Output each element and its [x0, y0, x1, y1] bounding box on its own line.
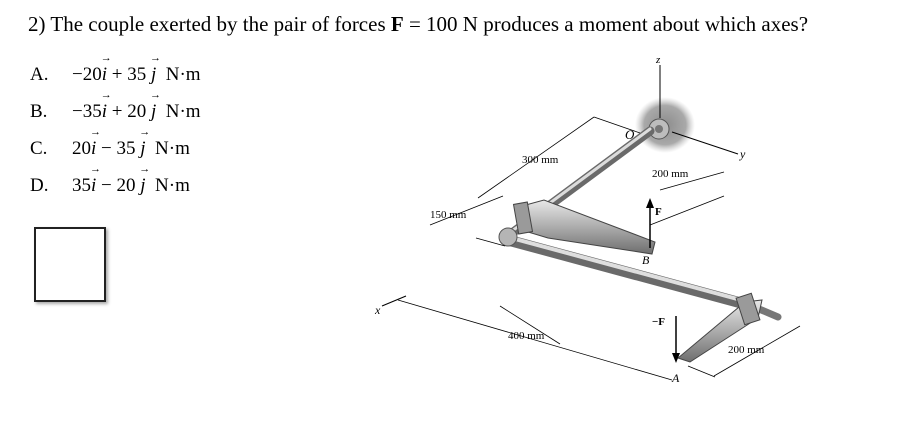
option-unit: N·m — [165, 64, 201, 85]
axle-rod-lower-highlight — [506, 235, 754, 305]
unit-vector-i: i — [90, 163, 102, 197]
point-b-label: B — [642, 253, 650, 267]
unit-vector-j: j — [150, 89, 162, 123]
answer-options: A. −20i + 35 j N·m B. −35i + 20 j N·m C.… — [30, 52, 201, 212]
dim-400-line — [397, 299, 673, 381]
elbow-joint — [498, 227, 518, 247]
option-coef-2: 20 — [116, 175, 136, 196]
force-f-arrowhead — [646, 198, 654, 208]
force-f-label: F — [655, 206, 662, 218]
option-a[interactable]: A. −20i + 35 j N·m — [30, 52, 201, 101]
question-suffix: = 100 N produces a moment about which ax… — [403, 12, 809, 36]
option-b[interactable]: B. −35i + 20 j N·m — [30, 89, 201, 138]
y-axis-label: y — [739, 147, 746, 161]
unit-vector-i: i — [101, 52, 113, 86]
option-letter: A. — [30, 64, 49, 85]
dim-200-top-ext — [649, 195, 725, 226]
dim-200-bottom-ext — [687, 365, 716, 378]
option-unit: N·m — [155, 138, 190, 159]
x-axis — [381, 295, 407, 307]
option-d[interactable]: D. 35i − 20 j N·m — [30, 163, 201, 212]
dim-300-label: 300 mm — [522, 154, 559, 166]
force-symbol: F — [390, 12, 404, 36]
lower-wrench — [676, 299, 763, 363]
dim-150-label: 150 mm — [430, 209, 467, 221]
option-unit: N·m — [155, 175, 190, 196]
dim-300-line — [477, 116, 595, 199]
lower-wrench-jaw — [735, 292, 761, 326]
option-operator: − — [101, 175, 112, 196]
dim-400-ext — [499, 305, 561, 345]
unit-vector-j: j — [139, 126, 151, 160]
option-c[interactable]: C. 20i − 35 j N·m — [30, 126, 201, 175]
origin-label: O — [625, 127, 635, 142]
wrench-assembly-diagram: z y x O F B −F A 300 mm 200 mm 150 mm 40… — [374, 54, 801, 385]
option-letter: B. — [30, 101, 48, 122]
dim-400-label: 400 mm — [508, 330, 545, 342]
dim-200-top-line — [659, 171, 725, 191]
point-a-label: A — [671, 371, 680, 385]
dim-200-bottom-line — [713, 325, 801, 377]
dim-300-ext — [593, 116, 641, 134]
option-coef-1: −20 — [72, 64, 102, 85]
option-operator: + — [111, 101, 123, 122]
upper-wrench-jaw — [512, 201, 534, 235]
dim-200-top-label: 200 mm — [652, 168, 689, 180]
option-letter: D. — [30, 175, 49, 196]
option-letter: C. — [30, 138, 48, 159]
y-axis — [671, 131, 739, 155]
bearing-hub — [655, 125, 663, 133]
unit-vector-i: i — [90, 126, 102, 160]
axle-rod-lower — [502, 234, 758, 312]
option-coef-2: 35 — [127, 64, 147, 85]
x-axis-label: x — [374, 303, 381, 317]
option-coef-2: 35 — [116, 138, 136, 159]
neg-force-arrowhead — [672, 353, 680, 363]
option-unit: N·m — [165, 101, 201, 122]
dim-150-line — [429, 195, 504, 226]
option-operator: − — [101, 138, 112, 159]
option-coef-1: −35 — [72, 101, 102, 122]
unit-vector-i: i — [101, 89, 113, 123]
option-operator: + — [111, 64, 123, 85]
unit-vector-j: j — [150, 52, 162, 86]
question-prefix: 2) The couple exerted by the pair of for… — [28, 12, 391, 36]
option-coef-1: 35 — [72, 175, 91, 196]
answer-input-box[interactable] — [34, 227, 106, 302]
unit-vector-j: j — [139, 163, 151, 197]
dim-200-bottom-label: 200 mm — [728, 344, 765, 356]
neg-force-label: −F — [652, 316, 665, 328]
option-coef-1: 20 — [72, 138, 91, 159]
z-axis-label: z — [655, 54, 661, 66]
option-coef-2: 20 — [127, 101, 147, 122]
question-text: 2) The couple exerted by the pair of for… — [28, 12, 808, 37]
dim-150-ext — [475, 237, 506, 247]
